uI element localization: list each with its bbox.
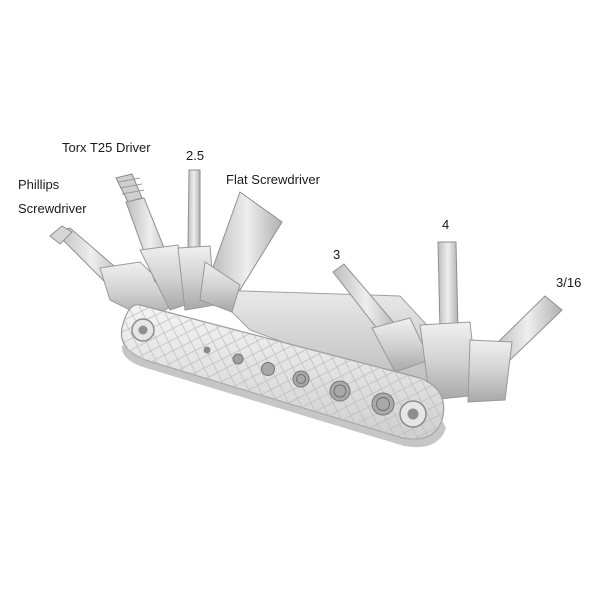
front-plate	[120, 304, 446, 448]
label-phillips-line2: Screwdriver	[18, 201, 87, 216]
label-hex-3-16: 3/16	[556, 275, 582, 290]
flat-bit	[199, 191, 283, 313]
hex-4-bit	[419, 241, 479, 401]
label-flat-screwdriver: Flat Screwdriver	[226, 172, 320, 187]
hex-3-16-bit	[467, 295, 563, 403]
label-phillips-line1: Phillips	[18, 177, 60, 192]
hex-3-bit	[332, 263, 431, 373]
label-torx-t25: Torx T25 Driver	[62, 140, 151, 155]
label-hex-4: 4	[442, 217, 450, 232]
label-hex-2-5: 2.5	[186, 148, 205, 163]
phillips-bit	[49, 225, 181, 321]
label-hex-3: 3	[333, 247, 341, 262]
